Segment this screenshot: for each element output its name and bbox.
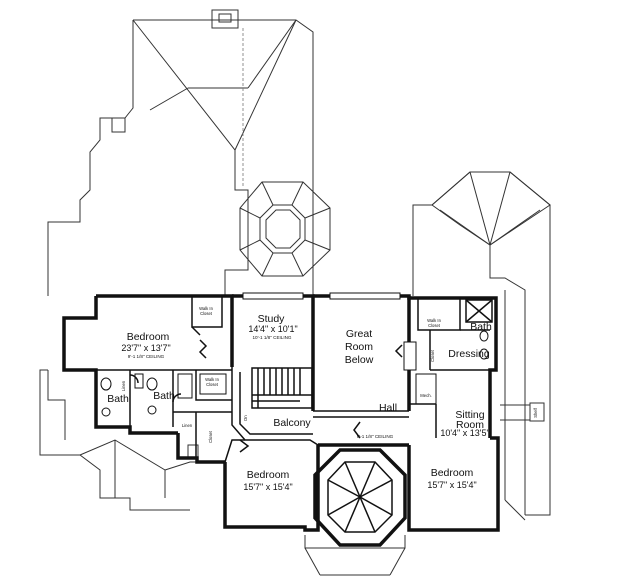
octagon-bay-south bbox=[313, 448, 407, 547]
label-sitting-room-line1: Sitting bbox=[455, 409, 484, 421]
label-wic-west-a-2: Closet bbox=[200, 311, 213, 316]
roof-outline-south bbox=[304, 535, 406, 576]
bath-fixtures-east bbox=[479, 330, 489, 360]
label-mech: Mech. bbox=[420, 393, 431, 398]
label-bedroom-west-name: Bedroom bbox=[127, 331, 170, 343]
label-bedroom-east-dims: 15'7" x 15'4" bbox=[427, 480, 476, 490]
small-labels: Walk In Closet Walk In Closet Walk In Cl… bbox=[121, 306, 538, 443]
label-great-room-line1: Great bbox=[346, 328, 372, 340]
stair-treads bbox=[252, 368, 312, 408]
label-bedroom-south-name: Bedroom bbox=[247, 469, 290, 481]
label-balcony: Balcony bbox=[273, 417, 311, 429]
label-dressing: Dressing bbox=[448, 348, 490, 360]
interior-walls bbox=[96, 292, 496, 463]
label-closet-a: Closet bbox=[208, 430, 213, 443]
label-wic-east-1: Walk In bbox=[427, 318, 441, 323]
label-linen-b: Linen bbox=[182, 423, 193, 428]
label-closet-b: Closet bbox=[430, 349, 435, 362]
label-dn: Dn bbox=[243, 415, 248, 421]
bath-fixtures-west bbox=[100, 373, 193, 417]
label-wic-west-a-1: Walk In bbox=[199, 306, 213, 311]
label-bath-west-2: Bath bbox=[153, 390, 175, 402]
label-sitting-room-dims: 10'4" x 13'5" bbox=[440, 428, 489, 438]
label-great-room-line2: Room bbox=[345, 341, 373, 353]
label-study-name: Study bbox=[258, 313, 286, 325]
label-bedroom-east-name: Bedroom bbox=[431, 467, 474, 479]
label-bath-east: Bath bbox=[470, 321, 492, 333]
label-great-room-line3: Below bbox=[345, 354, 374, 366]
label-wic-west-b-2: Closet bbox=[206, 382, 219, 387]
label-wic-west-b-1: Walk In bbox=[205, 377, 219, 382]
label-hall-name: Hall bbox=[379, 402, 397, 414]
roof-outline-west bbox=[39, 369, 225, 511]
roof-octagon-turret bbox=[239, 181, 331, 277]
label-sitting-room-line2: Room bbox=[456, 419, 484, 431]
label-linen-a: Linen bbox=[121, 380, 126, 391]
label-study-dims: 14'4" x 10'1" bbox=[248, 324, 297, 334]
room-labels: Bedroom 23'7" x 13'7" 9'-1 1/8" CEILING … bbox=[107, 313, 492, 492]
label-bedroom-west-ceiling: 9'-1 1/8" CEILING bbox=[128, 354, 165, 359]
roof-outline-north bbox=[47, 9, 314, 296]
roof-outline-east bbox=[412, 171, 551, 521]
label-study-ceiling: 10'-1 1/8" CEILING bbox=[252, 335, 291, 340]
label-hall-ceiling: 9'-1 1/8" CEILING bbox=[357, 434, 394, 439]
label-bath-west-1: Bath bbox=[107, 393, 129, 405]
label-bedroom-west-dims: 23'7" x 13'7" bbox=[121, 343, 170, 353]
label-wic-east-2: Closet bbox=[428, 323, 441, 328]
label-bedroom-south-dims: 15'7" x 15'4" bbox=[243, 482, 292, 492]
door-swings bbox=[129, 339, 403, 453]
label-shelf: Shelf bbox=[533, 407, 538, 417]
